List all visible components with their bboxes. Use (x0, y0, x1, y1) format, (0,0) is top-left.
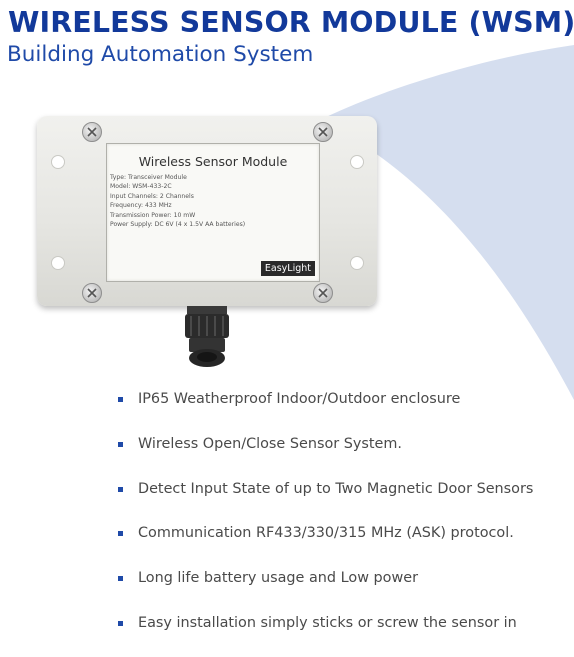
page-subtitle: Building Automation System (7, 42, 314, 67)
mounting-hole (350, 155, 364, 169)
device-spec-channels: Input Channels: 2 Channels (110, 192, 194, 200)
feature-text: Communication RF433/330/315 MHz (ASK) pr… (138, 525, 514, 542)
device-label-title: Wireless Sensor Module (138, 154, 288, 169)
bullet-square-icon (118, 486, 123, 492)
bullet-square-icon (118, 531, 123, 537)
screw-icon (82, 283, 102, 303)
screw-icon (313, 122, 333, 142)
bullet-square-icon (118, 441, 123, 447)
bullet-square-icon (118, 620, 123, 626)
mounting-hole (51, 155, 65, 169)
device-spec-type: Type: Transceiver Module (110, 174, 187, 181)
feature-item: Easy installation simply sticks or screw… (118, 612, 533, 657)
feature-item: IP65 Weatherproof Indoor/Outdoor enclosu… (118, 388, 533, 433)
cable-gland-icon (185, 306, 229, 367)
feature-text: Wireless Open/Close Sensor System. (138, 435, 402, 452)
feature-text: IP65 Weatherproof Indoor/Outdoor enclosu… (138, 391, 461, 407)
feature-text: Easy installation simply sticks or screw… (138, 614, 517, 631)
product-image: Wireless Sensor Module Type: Transceiver… (30, 110, 390, 380)
device-spec-frequency: Frequency: 433 MHz (110, 202, 172, 210)
bullet-square-icon (118, 576, 123, 582)
device-spec-model: Model: WSM-433-2C (110, 183, 172, 191)
page-title: WIRELESS SENSOR MODULE (WSM) (8, 6, 574, 39)
background-swoosh (320, 45, 574, 400)
device-spec-power: Transmission Power: 10 mW (110, 211, 196, 219)
feature-item: Long life battery usage and Low power (118, 567, 533, 612)
feature-item: Communication RF433/330/315 MHz (ASK) pr… (118, 522, 533, 567)
device-spec-list: Type: Transceiver Module Model: WSM-433-… (110, 173, 245, 229)
feature-item: Detect Input State of up to Two Magnetic… (118, 478, 533, 523)
brand-badge: EasyLight (260, 261, 315, 276)
device-label: Wireless Sensor Module Type: Transceiver… (106, 143, 320, 282)
mounting-hole (51, 256, 65, 270)
feature-text: Detect Input State of up to Two Magnetic… (138, 480, 534, 497)
mounting-hole (350, 256, 364, 270)
bullet-square-icon (118, 397, 123, 402)
screw-icon (313, 283, 333, 303)
device-spec-supply: Power Supply: DC 6V (4 x 1.5V AA batteri… (110, 221, 246, 229)
feature-item: Wireless Open/Close Sensor System. (118, 433, 533, 478)
screw-icon (82, 122, 102, 142)
device-enclosure: Wireless Sensor Module Type: Transceiver… (37, 116, 377, 306)
feature-list: IP65 Weatherproof Indoor/Outdoor enclosu… (118, 388, 533, 657)
feature-text: Long life battery usage and Low power (138, 570, 419, 587)
